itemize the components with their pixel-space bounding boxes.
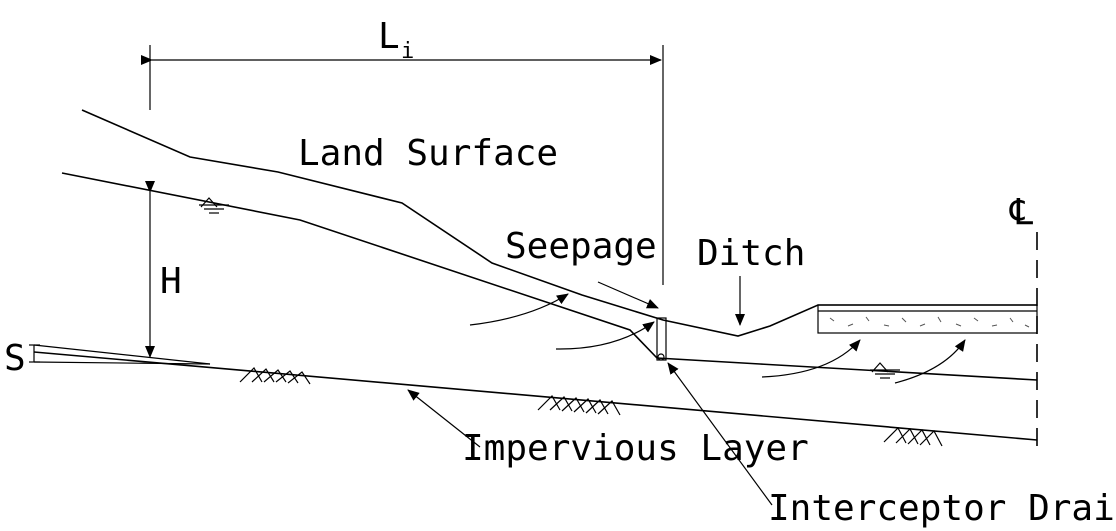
seepage-arrow [597,281,659,309]
impervious-hatch-2 [537,395,621,416]
height-label: H [160,261,182,302]
ditch-label: Ditch [697,233,805,274]
interceptor-drain [656,317,667,361]
flow-arrow-2 [555,321,655,350]
impervious-layer-line [33,351,1038,441]
flow-arrow-3 [761,339,861,378]
slope-indicator [29,344,211,365]
length-subscript: i [401,39,414,64]
seepage-label: Seepage [505,226,657,267]
water-table-symbol [199,197,229,214]
land-surface-label: Land Surface [298,133,558,174]
road-pavement [817,304,1038,334]
impervious-hatch-1 [239,367,311,385]
slope-label: S [4,338,26,379]
interceptor-drain-leader [667,362,773,506]
impervious-layer-leader [407,389,481,448]
length-dimension [141,45,664,285]
centerline-symbol: ℄ [1009,192,1033,233]
impervious-layer-label: Impervious Layer [462,428,809,469]
length-label: L [378,16,400,57]
impervious-hatch-3 [883,427,943,447]
flow-arrow-4 [894,339,966,384]
water-table-line [61,172,1038,381]
interceptor-drain-label: Interceptor Drain [768,488,1116,529]
land-surface-line [81,109,1037,337]
ditch-water-symbol [870,362,900,379]
flow-arrow-1 [469,293,569,326]
